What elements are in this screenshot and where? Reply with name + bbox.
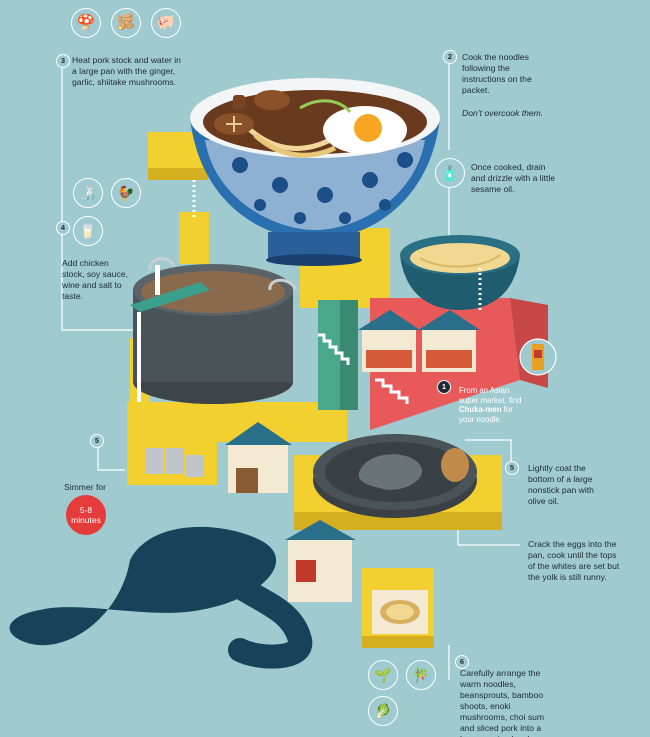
step5b-badge: 5	[505, 461, 519, 475]
step2-badge: 2	[443, 50, 457, 64]
frying-pan	[313, 434, 477, 518]
step4-text: Add chicken stock, soy sauce, wine and s…	[62, 258, 128, 301]
barrels	[146, 448, 204, 477]
mushroom-icon: 🍄	[71, 8, 101, 38]
houses	[225, 310, 480, 602]
beansprouts-icon: 🌱	[368, 660, 398, 690]
simmer-label: Simmer for	[64, 482, 107, 492]
step1-text-a: From an Asian super market, find	[459, 386, 522, 405]
timer-badge: 5-8 minutes	[66, 495, 106, 535]
rooster-icon: 🐓	[111, 178, 141, 208]
step5b-followup: Crack the eggs into the pan, cook until …	[528, 539, 620, 582]
milk-bottle-icon: 🥛	[73, 216, 103, 246]
step3-badge: 3	[56, 54, 70, 68]
step1-text-b: for your noodle.	[459, 405, 513, 424]
step2-text: Cook the noodles following the instructi…	[462, 52, 532, 95]
step1-badge: 1	[437, 380, 451, 394]
ginger-icon: 🫚	[111, 8, 141, 38]
noodle-bowl	[400, 235, 520, 310]
step2-note: Don’t overcook them.	[462, 108, 544, 118]
step1-text: From an Asian super market, find Chuka-m…	[459, 386, 529, 424]
step6-badge: 6	[455, 655, 469, 669]
soup-pot	[133, 257, 298, 404]
step1-highlight: Chuka-men	[459, 405, 502, 414]
soy-sauce-icon: 🍶	[73, 178, 103, 208]
sesame-oil-icon: 🧴	[435, 158, 465, 188]
step5a-badge: 5	[90, 434, 104, 448]
stairs	[192, 180, 482, 404]
step4-badge: 4	[56, 221, 70, 235]
simmer-time: 5-8 minutes	[71, 505, 101, 525]
bamboo-shoot-icon: 🎋	[406, 660, 436, 690]
step2-followup: Once cooked, drain and drizzle with a li…	[471, 162, 556, 194]
pig-icon: 🐖	[151, 8, 181, 38]
ramen-bowl	[190, 78, 440, 266]
step6-text: Carefully arrange the warm noodles, bean…	[460, 668, 545, 737]
step3-text: Heat pork stock and water in a large pan…	[72, 55, 181, 87]
choi-sum-icon: 🥬	[368, 696, 398, 726]
step5b-text: Lightly coat the bottom of a large nonst…	[528, 463, 594, 506]
